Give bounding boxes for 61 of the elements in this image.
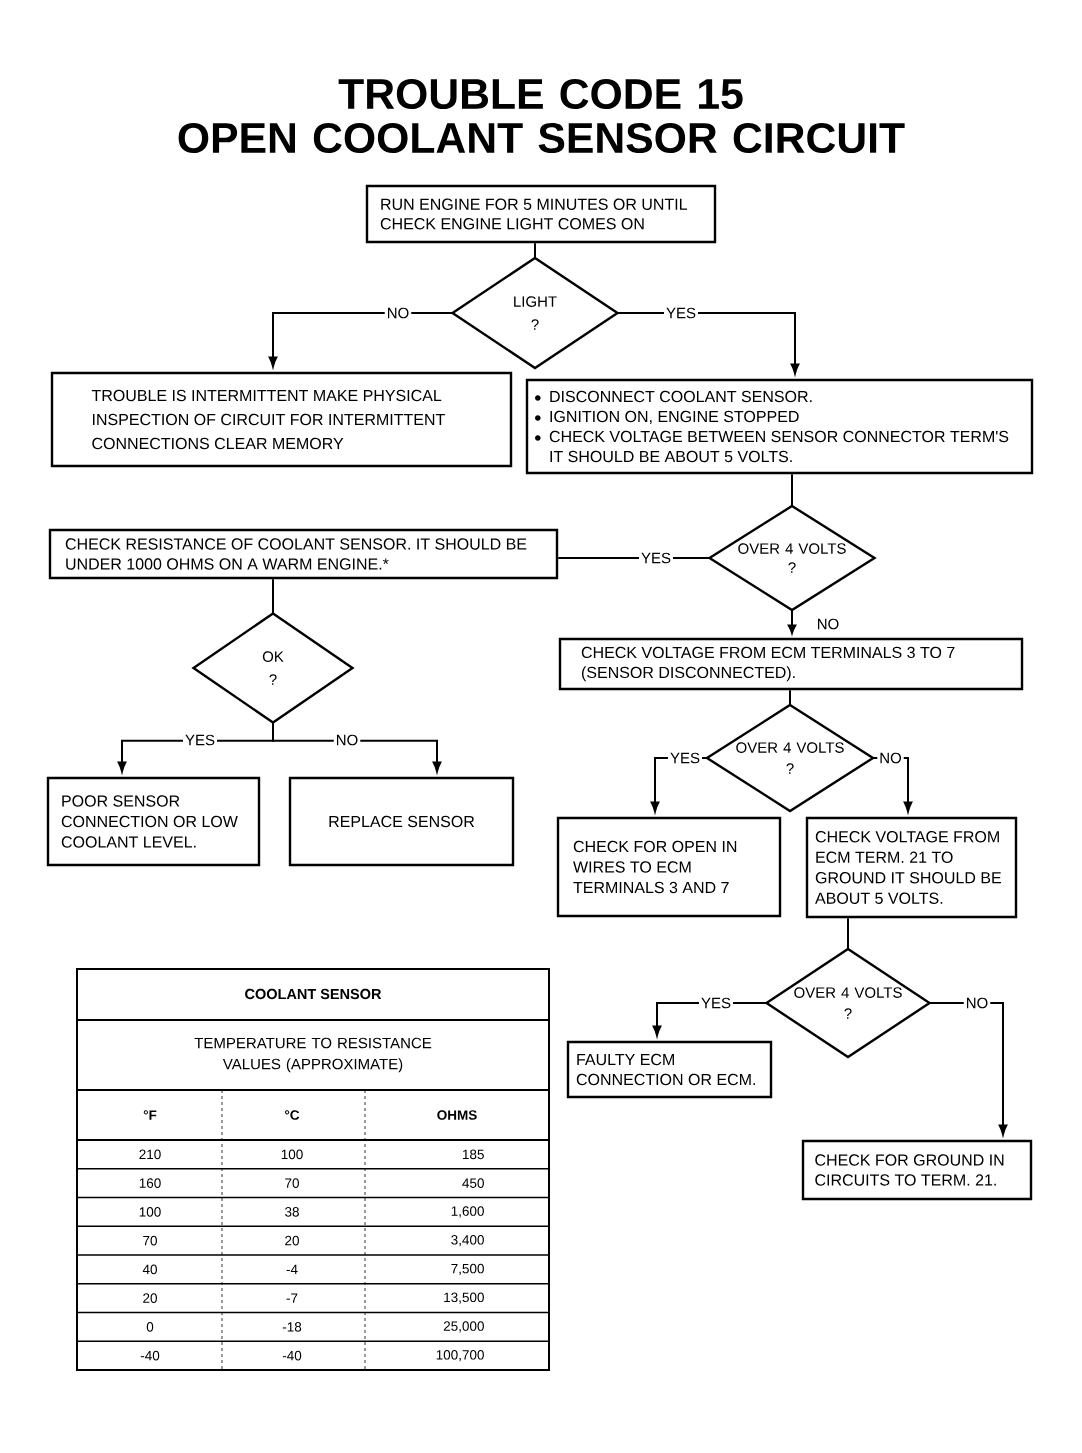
process-box: FAULTY ECM CONNECTION OR ECM. — [566, 1040, 773, 1099]
process-box: CHECK RESISTANCE OF COOLANT SENSOR. IT SHOULD BE UNDER 1000 OHMS ON A WARM ENGINE.* — [48, 528, 559, 580]
column-header: OHMS — [437, 1110, 477, 1120]
table-value: 70 — [285, 1178, 299, 1188]
arrow — [268, 312, 454, 368]
table-value: 25,000 — [443, 1321, 484, 1333]
table-value: 100 — [281, 1149, 303, 1160]
process-box: CHECK VOLTAGE FROM ECM TERM. 21 TO GROUND IT SHOULD BE ABOUT 5 VOLTS. — [805, 816, 1018, 919]
edge-label: YES — [668, 750, 702, 766]
edge-label: YES — [664, 305, 698, 321]
edge-label: NO — [384, 305, 412, 321]
table-value: 100,700 — [436, 1350, 484, 1362]
table-value: 450 — [462, 1178, 484, 1188]
table-value: 7,500 — [451, 1263, 484, 1275]
process-box: TROUBLE IS INTERMITTENT MAKE PHYSICAL INSPECTION OF CIRCUIT FOR INTERMITTENT CONNECTIONS CLEAR MEMORY — [50, 371, 513, 468]
table-value: 70 — [143, 1235, 157, 1246]
table-value: 100 — [139, 1207, 161, 1217]
connector-line — [791, 473, 793, 507]
edge-label: YES — [639, 550, 673, 566]
process-box: RUN ENGINE FOR 5 MINUTES OR UNTIL CHECK ENGINE LIGHT COMES ON — [365, 184, 717, 244]
table-value: 20 — [285, 1235, 299, 1246]
edge-label: YES — [699, 995, 733, 1011]
process-box: CHECK VOLTAGE FROM ECM TERMINALS 3 TO 7 (SENSOR DISCONNECTED). — [558, 637, 1024, 691]
table-value: 0 — [146, 1322, 154, 1332]
table-value: 185 — [463, 1149, 484, 1160]
table-value: 20 — [143, 1293, 157, 1303]
table-value: -18 — [282, 1322, 302, 1332]
table-value: -7 — [286, 1293, 298, 1303]
process-box: CHECK FOR GROUND IN CIRCUITS TO TERM. 21. — [801, 1139, 1033, 1201]
edge-label: NO — [814, 616, 842, 632]
process-box: CHECK FOR OPEN IN WIRES TO ECM TERMINALS 3 AND 7 — [556, 816, 782, 918]
process-box: POOR SENSOR CONNECTION OR LOW COOLANT LEVEL. — [46, 776, 261, 867]
table-value: -40 — [282, 1350, 302, 1361]
edge-label: YES — [183, 732, 217, 748]
table-value: 13,500 — [444, 1292, 484, 1304]
table-title: COOLANT SENSOR — [245, 988, 382, 1000]
process-box: REPLACE SENSOR — [288, 776, 515, 867]
connector-line — [272, 578, 274, 615]
edge-label: NO — [963, 995, 991, 1011]
table-value: 3,400 — [451, 1235, 484, 1247]
title: TROUBLE CODE 15 OPEN COOLANT SENSOR CIRCUIT — [178, 78, 905, 154]
table-value: 1,600 — [451, 1206, 484, 1218]
arrow — [928, 1002, 1008, 1136]
connector-line — [534, 242, 536, 259]
table-value: 38 — [285, 1207, 299, 1217]
table-value: -4 — [286, 1264, 298, 1275]
table-value: 160 — [139, 1178, 161, 1188]
connector-line — [847, 917, 849, 950]
table-value: 40 — [142, 1264, 157, 1275]
column-header: °F — [143, 1110, 157, 1120]
process-box: DISCONNECT COOLANT SENSOR. IGNITION ON, ENGINE STOPPED CHECK VOLTAGE BETWEEN SENSOR CONNECTOR TERM'S IT SHOULD BE ABOUT 5 VOLTS. — [525, 378, 1034, 475]
table-value: 210 — [139, 1149, 161, 1160]
table-subtitle: TEMPERATURE TO RESISTANCE VALUES (APPROXIMATE) — [194, 1037, 432, 1073]
arrow — [272, 721, 442, 773]
arrow — [616, 312, 800, 375]
connector-line — [789, 689, 791, 706]
table-value: -40 — [140, 1350, 160, 1361]
column-header: °C — [285, 1110, 300, 1120]
edge-label: NO — [333, 732, 361, 748]
edge-label: NO — [877, 750, 904, 766]
arrow — [787, 609, 797, 634]
